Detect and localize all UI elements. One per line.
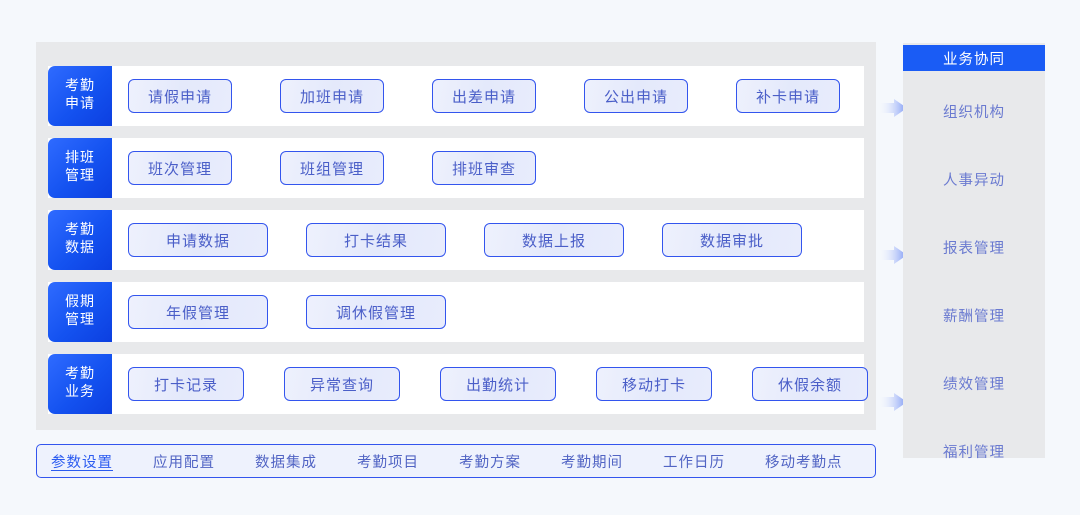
sidebar-item-business-collaboration[interactable]: 业务协同 bbox=[903, 45, 1045, 71]
module-button[interactable]: 年假管理 bbox=[128, 295, 268, 329]
category-row: 考勤 业务 打卡记录 异常查询 出勤统计 移动打卡 休假余额 bbox=[48, 354, 868, 414]
toolbar-item-work-calendar[interactable]: 工作日历 bbox=[663, 454, 725, 471]
category-row: 排班 管理 班次管理 班组管理 排班审查 bbox=[48, 138, 864, 198]
sidebar-item-organization[interactable]: 组织机构 bbox=[943, 104, 1005, 121]
sidebar-item-report-management[interactable]: 报表管理 bbox=[943, 240, 1005, 257]
module-button[interactable]: 异常查询 bbox=[284, 367, 400, 401]
module-button[interactable]: 请假申请 bbox=[128, 79, 232, 113]
category-tag-shift-management[interactable]: 排班 管理 bbox=[48, 138, 112, 198]
module-button[interactable]: 补卡申请 bbox=[736, 79, 840, 113]
toolbar-item-data-integration[interactable]: 数据集成 bbox=[255, 454, 317, 471]
toolbar-item-attendance-period[interactable]: 考勤期间 bbox=[561, 454, 623, 471]
category-row: 考勤 申请 请假申请 加班申请 出差申请 公出申请 补卡申请 bbox=[48, 66, 864, 126]
category-tag-line2: 申请 bbox=[65, 97, 95, 112]
category-items: 请假申请 加班申请 出差申请 公出申请 补卡申请 bbox=[112, 66, 888, 126]
module-button[interactable]: 班组管理 bbox=[280, 151, 384, 185]
related-modules-sidebar: 业务协同 组织机构 人事异动 报表管理 薪酬管理 绩效管理 福利管理 bbox=[903, 43, 1045, 461]
sidebar-item-benefits-management[interactable]: 福利管理 bbox=[943, 444, 1005, 461]
category-tag-line2: 管理 bbox=[65, 313, 95, 328]
arrow-right-icon bbox=[877, 246, 907, 264]
module-button[interactable]: 公出申请 bbox=[584, 79, 688, 113]
arrow-right-icon bbox=[877, 99, 907, 117]
toolbar-item-attendance-project[interactable]: 考勤项目 bbox=[357, 454, 419, 471]
category-tag-line1: 考勤 bbox=[65, 223, 95, 238]
category-tag-line1: 考勤 bbox=[65, 367, 95, 382]
category-items: 申请数据 打卡结果 数据上报 数据审批 bbox=[112, 210, 864, 270]
module-button[interactable]: 数据审批 bbox=[662, 223, 802, 257]
category-row: 假期 管理 年假管理 调休假管理 bbox=[48, 282, 864, 342]
sidebar-item-personnel-changes[interactable]: 人事异动 bbox=[943, 172, 1005, 189]
module-button[interactable]: 申请数据 bbox=[128, 223, 268, 257]
toolbar-item-application-config[interactable]: 应用配置 bbox=[153, 454, 215, 471]
category-tag-line2: 业务 bbox=[65, 385, 95, 400]
module-button[interactable]: 休假余额 bbox=[752, 367, 868, 401]
arrow-right-icon bbox=[877, 393, 907, 411]
module-button[interactable]: 数据上报 bbox=[484, 223, 624, 257]
category-tag-leave-management[interactable]: 假期 管理 bbox=[48, 282, 112, 342]
sidebar-item-payroll-management[interactable]: 薪酬管理 bbox=[943, 308, 1005, 325]
category-tag-line1: 假期 bbox=[65, 295, 95, 310]
category-items: 班次管理 班组管理 排班审查 bbox=[112, 138, 864, 198]
module-button[interactable]: 班次管理 bbox=[128, 151, 232, 185]
module-button[interactable]: 打卡结果 bbox=[306, 223, 446, 257]
category-tag-line2: 数据 bbox=[65, 241, 95, 256]
category-tag-line1: 排班 bbox=[65, 151, 95, 166]
category-tag-line2: 管理 bbox=[65, 169, 95, 184]
category-items: 年假管理 调休假管理 bbox=[112, 282, 864, 342]
category-tag-attendance-data[interactable]: 考勤 数据 bbox=[48, 210, 112, 270]
module-button[interactable]: 出勤统计 bbox=[440, 367, 556, 401]
toolbar-item-parameter-settings[interactable]: 参数设置 bbox=[51, 454, 113, 471]
sidebar-item-performance-management[interactable]: 绩效管理 bbox=[943, 376, 1005, 393]
module-button[interactable]: 加班申请 bbox=[280, 79, 384, 113]
category-items: 打卡记录 异常查询 出勤统计 移动打卡 休假余额 bbox=[112, 354, 908, 414]
category-row: 考勤 数据 申请数据 打卡结果 数据上报 数据审批 bbox=[48, 210, 864, 270]
module-button[interactable]: 打卡记录 bbox=[128, 367, 244, 401]
toolbar-item-attendance-plan[interactable]: 考勤方案 bbox=[459, 454, 521, 471]
toolbar-item-mobile-attendance-point[interactable]: 移动考勤点 bbox=[765, 454, 843, 471]
category-tag-line1: 考勤 bbox=[65, 79, 95, 94]
module-button[interactable]: 排班审查 bbox=[432, 151, 536, 185]
module-button[interactable]: 移动打卡 bbox=[596, 367, 712, 401]
category-tag-attendance-business[interactable]: 考勤 业务 bbox=[48, 354, 112, 414]
attendance-module-panel: 考勤 申请 请假申请 加班申请 出差申请 公出申请 补卡申请 排班 管理 班次管… bbox=[36, 42, 876, 430]
category-tag-attendance-application[interactable]: 考勤 申请 bbox=[48, 66, 112, 126]
module-button[interactable]: 出差申请 bbox=[432, 79, 536, 113]
module-button[interactable]: 调休假管理 bbox=[306, 295, 446, 329]
settings-toolbar: 参数设置 应用配置 数据集成 考勤项目 考勤方案 考勤期间 工作日历 移动考勤点 bbox=[36, 444, 876, 478]
